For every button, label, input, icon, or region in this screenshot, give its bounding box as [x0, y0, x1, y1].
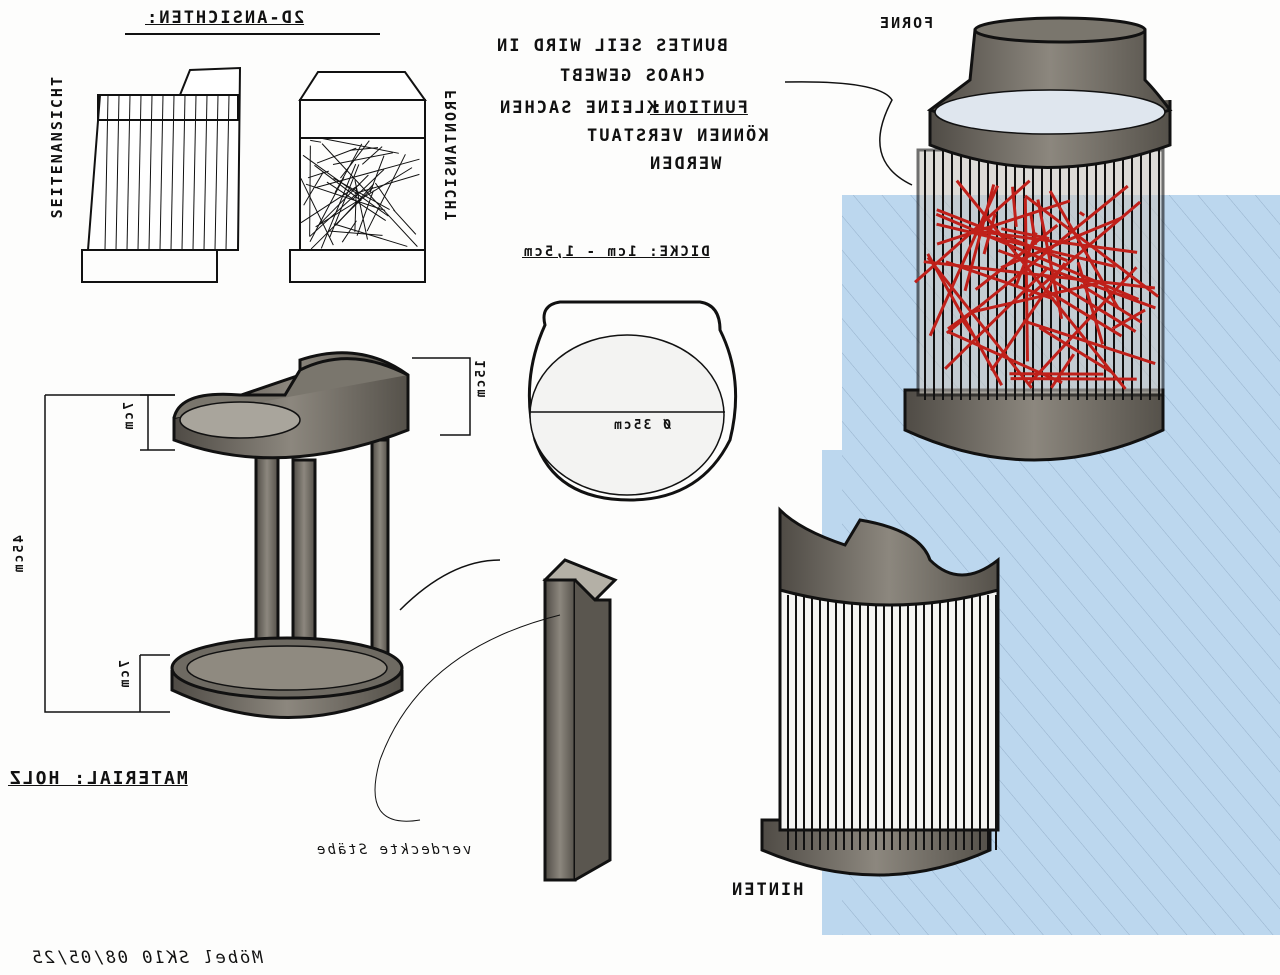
- back-cabinet-drawing: [760, 506, 1000, 877]
- rope-scribble: [320, 163, 357, 249]
- side-string: [104, 94, 109, 251]
- red-rope-strand: [1028, 266, 1138, 385]
- function-line-3: WERDEN: [648, 154, 722, 174]
- rope-scribble: [356, 190, 374, 236]
- red-rope-strand: [1078, 211, 1086, 217]
- side-string: [192, 94, 197, 251]
- side-string: [126, 94, 131, 251]
- side-view-label: SEITENANSICHT: [48, 75, 66, 219]
- front-label: FORNE: [878, 14, 934, 32]
- red-rope-strand: [1046, 289, 1123, 338]
- thickness-label: DICKE: 1cm - 1,5cm: [522, 244, 710, 260]
- red-rope-strand: [936, 199, 1071, 246]
- rope-scribble: [316, 147, 357, 164]
- red-rope-strand: [928, 185, 1000, 337]
- side-string: [181, 94, 186, 251]
- red-rope-strand: [972, 281, 1099, 314]
- rope-scribble: [315, 167, 413, 228]
- diameter-label: Ø 35cm: [612, 418, 671, 433]
- rope-scribble: [310, 139, 322, 143]
- rope-scribble: [333, 223, 408, 247]
- red-rope-strand: [1038, 326, 1113, 374]
- red-rope-strand: [1039, 271, 1137, 333]
- rope-scribble: [303, 171, 324, 206]
- red-rope-strand: [1036, 199, 1064, 320]
- front-cabinet-drawing: [903, 16, 1173, 462]
- front-view-label: FRONTANSICHT: [442, 90, 460, 223]
- side-string: [214, 94, 219, 251]
- function-line-2: KÖNNEN VERSTAUT: [585, 126, 769, 146]
- rope-scribble: [328, 230, 383, 236]
- rope-scribble: [309, 194, 356, 237]
- rope-scribble: [354, 180, 368, 240]
- rope-scribble: [341, 220, 357, 243]
- rope-scribble: [332, 152, 393, 166]
- dimension-15cm: 15cm: [474, 360, 489, 400]
- rope-scribble: [329, 164, 360, 238]
- rope-scribble: [393, 209, 417, 235]
- title-2d-views: 2D-ANSICHTEN:: [145, 8, 305, 28]
- red-rope-strand: [1111, 308, 1146, 330]
- side-string: [115, 94, 120, 251]
- rope-scribble: [302, 154, 389, 217]
- front-view-drawing: [289, 71, 427, 283]
- rope-scribble: [321, 143, 418, 247]
- rope-scribble: [305, 183, 386, 211]
- function-label: FUNTION:: [650, 98, 748, 118]
- red-rope-strand: [926, 256, 1033, 389]
- dimension-45cm: 45cm: [12, 535, 27, 575]
- red-rope-strand: [1023, 198, 1029, 362]
- red-rope-strand: [947, 301, 985, 331]
- hidden-rod-drawing: [374, 558, 618, 882]
- rope-scribble: [309, 145, 311, 237]
- side-string: [170, 94, 175, 251]
- function-line-1: KLEINE SACHEN: [498, 98, 658, 118]
- rope-scribble: [307, 170, 329, 179]
- side-string: [137, 94, 142, 251]
- rope-scribble: [354, 173, 420, 195]
- arrow-line: [784, 81, 913, 186]
- rope-scribble: [309, 176, 345, 242]
- hidden-rods-label: verdeckte Stäbe: [315, 842, 472, 858]
- rope-scribble: [366, 154, 406, 232]
- rope-scribble: [369, 155, 385, 193]
- red-rope-strand: [1050, 353, 1076, 389]
- red-rope-strand: [1029, 212, 1038, 246]
- red-rope-strand: [944, 267, 1049, 370]
- rope-scribble: [314, 158, 420, 189]
- stool-drawing: [170, 351, 410, 719]
- rope-scribble: [354, 187, 357, 232]
- material-label: MATERIAL: HOLZ: [8, 768, 188, 789]
- rope-scribble: [350, 147, 379, 151]
- red-rope-strand: [1079, 283, 1143, 324]
- red-rope-strand: [1048, 190, 1120, 310]
- rope-scribble: [334, 143, 363, 193]
- side-string: [148, 94, 153, 251]
- side-view-drawing: [81, 66, 242, 283]
- footer-label: Möbel SK10 08/05/25: [30, 948, 263, 968]
- dimension-lines: [44, 357, 501, 713]
- side-string: [159, 94, 164, 251]
- red-rope-strand: [997, 249, 1156, 310]
- note-line-1: BUNTES SEIL WIRD IN: [495, 36, 728, 56]
- side-string: [225, 94, 230, 251]
- rope-scribble: [320, 137, 399, 154]
- dimension-7cm-bottom: 7cm: [118, 660, 133, 690]
- dimension-7cm-top: 7cm: [122, 402, 137, 432]
- back-label: HINTEN: [730, 880, 804, 900]
- red-rope-strand: [945, 260, 1055, 301]
- rope-scribble: [318, 174, 369, 225]
- red-rope-strand: [926, 253, 1004, 386]
- red-rope-strand: [955, 179, 1127, 390]
- red-rope-strand: [976, 229, 1138, 254]
- rope-scribble: [314, 164, 362, 202]
- top-view-ring: [527, 300, 738, 502]
- rope-scribble: [300, 184, 361, 224]
- rope-scribble: [333, 177, 390, 211]
- note-line-2: CHAOS GEWEBT: [558, 66, 705, 86]
- side-string: [203, 94, 208, 251]
